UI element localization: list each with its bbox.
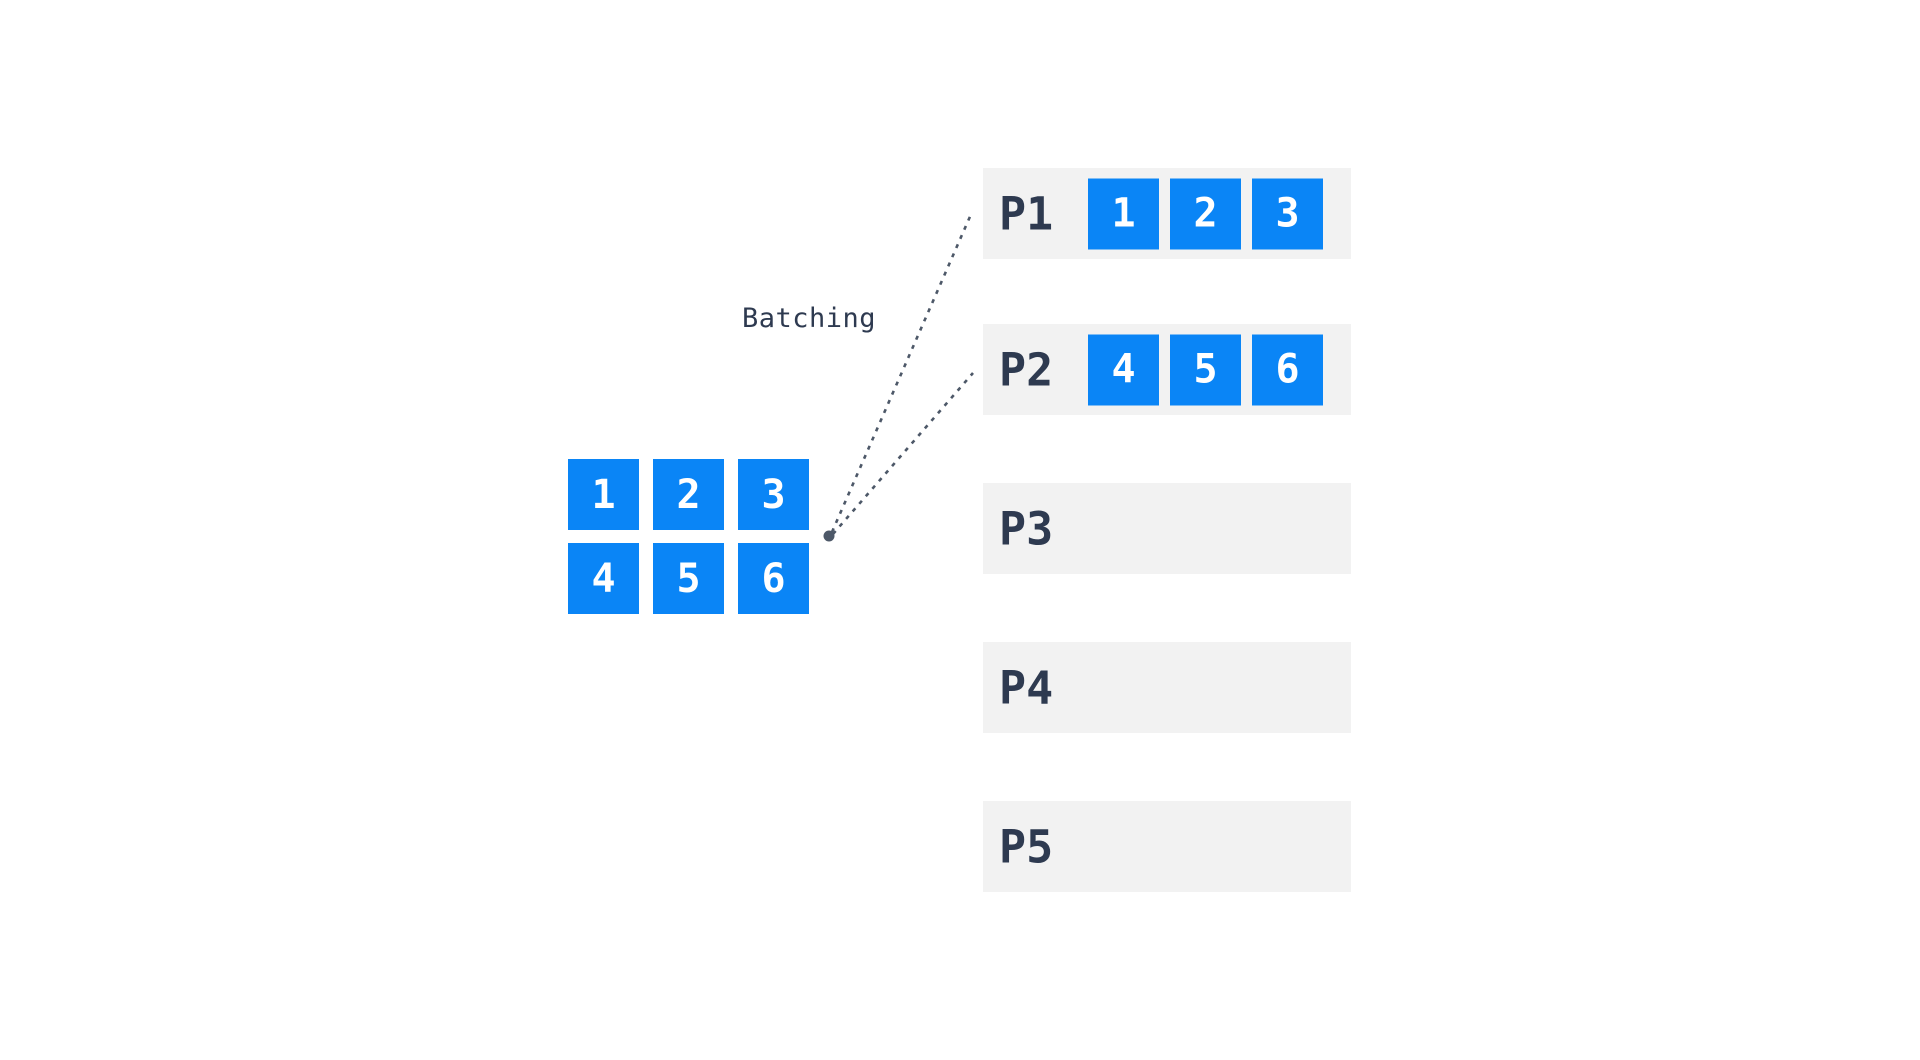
partition-p5: P5 xyxy=(983,801,1351,892)
source-block-6: 6 xyxy=(738,543,809,614)
batching-label: Batching xyxy=(742,303,877,334)
connector-line-to-p2 xyxy=(832,372,974,535)
partition-block: 5 xyxy=(1170,334,1241,405)
source-block-1: 1 xyxy=(568,459,639,530)
partition-block: 6 xyxy=(1252,334,1323,405)
source-block-4: 4 xyxy=(568,543,639,614)
connector-origin-dot xyxy=(823,530,835,542)
partition-label: P3 xyxy=(999,502,1054,555)
source-block-3: 3 xyxy=(738,459,809,530)
partition-block: 1 xyxy=(1088,178,1159,249)
connector-line-to-p1 xyxy=(830,211,974,533)
source-block-2: 2 xyxy=(653,459,724,530)
partition-label: P2 xyxy=(999,343,1054,396)
partition-blocks: 4 5 6 xyxy=(1088,334,1323,405)
source-block-5: 5 xyxy=(653,543,724,614)
partition-block: 4 xyxy=(1088,334,1159,405)
partition-label: P5 xyxy=(999,820,1054,873)
partition-block: 2 xyxy=(1170,178,1241,249)
partition-p3: P3 xyxy=(983,483,1351,574)
partition-label: P4 xyxy=(999,661,1054,714)
source-grid: 1 2 3 4 5 6 xyxy=(568,459,809,614)
partition-blocks: 1 2 3 xyxy=(1088,178,1323,249)
partition-p1: P1 1 2 3 xyxy=(983,168,1351,259)
partition-label: P1 xyxy=(999,187,1054,240)
partition-p2: P2 4 5 6 xyxy=(983,324,1351,415)
partition-p4: P4 xyxy=(983,642,1351,733)
partition-block: 3 xyxy=(1252,178,1323,249)
